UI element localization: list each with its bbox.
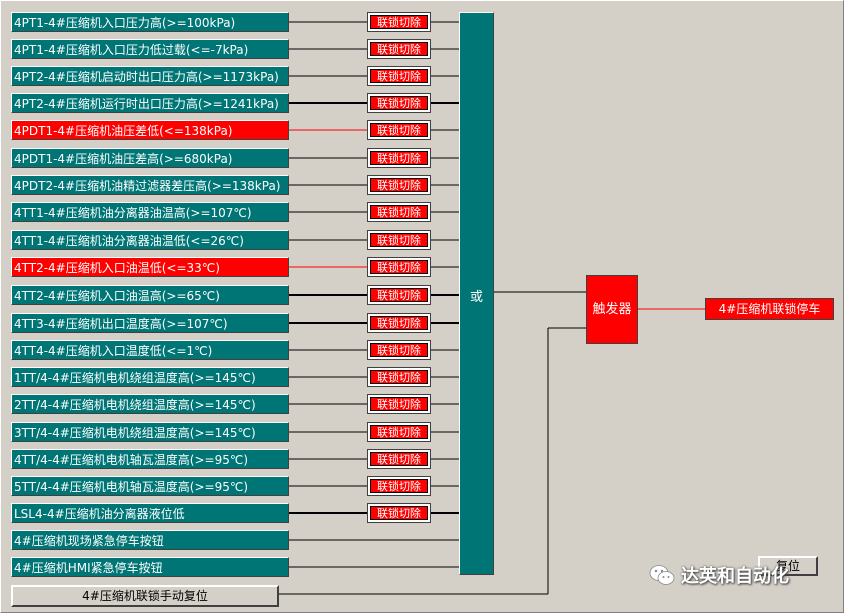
interlock-stop-output: 4#压缩机联锁停车 [705,298,834,320]
output-label: 4#压缩机联锁停车 [718,302,821,316]
trigger-block: 触发器 [586,275,638,344]
condition-15[interactable]: 2TT/4-4#压缩机电机绕组温度高(>=145℃) [11,394,289,414]
bypass-label: 联锁切除 [370,343,428,357]
bypass-label: 联锁切除 [370,205,428,219]
bypass-label: 联锁切除 [370,69,428,83]
bypass-button-10[interactable]: 联锁切除 [367,257,431,277]
reset-small-label: 复位 [775,559,800,573]
bypass-button-5[interactable]: 联锁切除 [367,120,431,140]
bypass-button-14[interactable]: 联锁切除 [367,367,431,387]
or-gate-label: 或 [469,290,483,305]
trigger-label: 触发器 [592,302,632,317]
condition-4[interactable]: 4PT2-4#压缩机运行时出口压力高(>=1241kPa) [11,93,289,113]
reset-small-button[interactable]: 复位 [758,556,818,576]
condition-5[interactable]: 4PDT1-4#压缩机油压差低(<=138kPa) [11,120,289,140]
condition-8[interactable]: 4TT1-4#压缩机油分离器油温高(>=107℃) [11,202,289,222]
wechat-icon [649,564,675,586]
manual-reset-button[interactable]: 4#压缩机联锁手动复位 [11,585,279,607]
bypass-label: 联锁切除 [370,42,428,56]
bypass-label: 联锁切除 [370,479,428,493]
bypass-button-11[interactable]: 联锁切除 [367,285,431,305]
bypass-button-15[interactable]: 联锁切除 [367,394,431,414]
condition-11[interactable]: 4TT2-4#压缩机入口油温高(>=65℃) [11,285,289,305]
bypass-label: 联锁切除 [370,123,428,137]
manual-reset-label: 4#压缩机联锁手动复位 [82,589,208,603]
bypass-button-7[interactable]: 联锁切除 [367,175,431,195]
bypass-button-3[interactable]: 联锁切除 [367,66,431,86]
condition-9[interactable]: 4TT1-4#压缩机油分离器油温低(<=26℃) [11,230,289,250]
bypass-label: 联锁切除 [370,370,428,384]
bypass-button-9[interactable]: 联锁切除 [367,230,431,250]
or-gate: 或 [459,12,494,575]
condition-13[interactable]: 4TT4-4#压缩机入口温度低(<=1℃) [11,340,289,360]
condition-20[interactable]: 4#压缩机现场紧急停车按钮 [11,530,289,550]
bypass-button-1[interactable]: 联锁切除 [367,12,431,32]
bypass-button-12[interactable]: 联锁切除 [367,313,431,333]
condition-18[interactable]: 5TT/4-4#压缩机电机轴瓦温度高(>=95℃) [11,476,289,496]
condition-19[interactable]: LSL4-4#压缩机油分离器液位低 [11,503,289,523]
condition-21[interactable]: 4#压缩机HMI紧急停车按钮 [11,557,289,577]
bypass-button-13[interactable]: 联锁切除 [367,340,431,360]
bypass-label: 联锁切除 [370,178,428,192]
bypass-button-8[interactable]: 联锁切除 [367,202,431,222]
watermark-text: 达英和自动化 [681,566,789,587]
bypass-button-17[interactable]: 联锁切除 [367,449,431,469]
condition-7[interactable]: 4PDT2-4#压缩机油精过滤器差压高(>=138kPa) [11,175,289,195]
bypass-label: 联锁切除 [370,452,428,466]
bypass-label: 联锁切除 [370,506,428,520]
bypass-label: 联锁切除 [370,151,428,165]
bypass-button-4[interactable]: 联锁切除 [367,93,431,113]
bypass-label: 联锁切除 [370,233,428,247]
bypass-button-2[interactable]: 联锁切除 [367,39,431,59]
bypass-button-18[interactable]: 联锁切除 [367,476,431,496]
condition-3[interactable]: 4PT2-4#压缩机启动时出口压力高(>=1173kPa) [11,66,289,86]
condition-6[interactable]: 4PDT1-4#压缩机油压差高(>=680kPa) [11,148,289,168]
watermark: 达英和自动化 [649,561,789,589]
condition-10[interactable]: 4TT2-4#压缩机入口油温低(<=33℃) [11,257,289,277]
bypass-label: 联锁切除 [370,260,428,274]
condition-12[interactable]: 4TT3-4#压缩机出口温度高(>=107℃) [11,313,289,333]
condition-17[interactable]: 4TT/4-4#压缩机电机轴瓦温度高(>=95℃) [11,449,289,469]
bypass-button-6[interactable]: 联锁切除 [367,148,431,168]
bypass-button-19[interactable]: 联锁切除 [367,503,431,523]
bypass-label: 联锁切除 [370,397,428,411]
bypass-label: 联锁切除 [370,425,428,439]
bypass-label: 联锁切除 [370,15,428,29]
condition-14[interactable]: 1TT/4-4#压缩机电机绕组温度高(>=145℃) [11,367,289,387]
bypass-label: 联锁切除 [370,96,428,110]
bypass-button-16[interactable]: 联锁切除 [367,422,431,442]
condition-1[interactable]: 4PT1-4#压缩机入口压力高(>=100kPa) [11,12,289,32]
bypass-label: 联锁切除 [370,288,428,302]
condition-16[interactable]: 3TT/4-4#压缩机电机绕组温度高(>=145℃) [11,422,289,442]
bypass-label: 联锁切除 [370,316,428,330]
condition-2[interactable]: 4PT1-4#压缩机入口压力低过载(<=-7kPa) [11,39,289,59]
